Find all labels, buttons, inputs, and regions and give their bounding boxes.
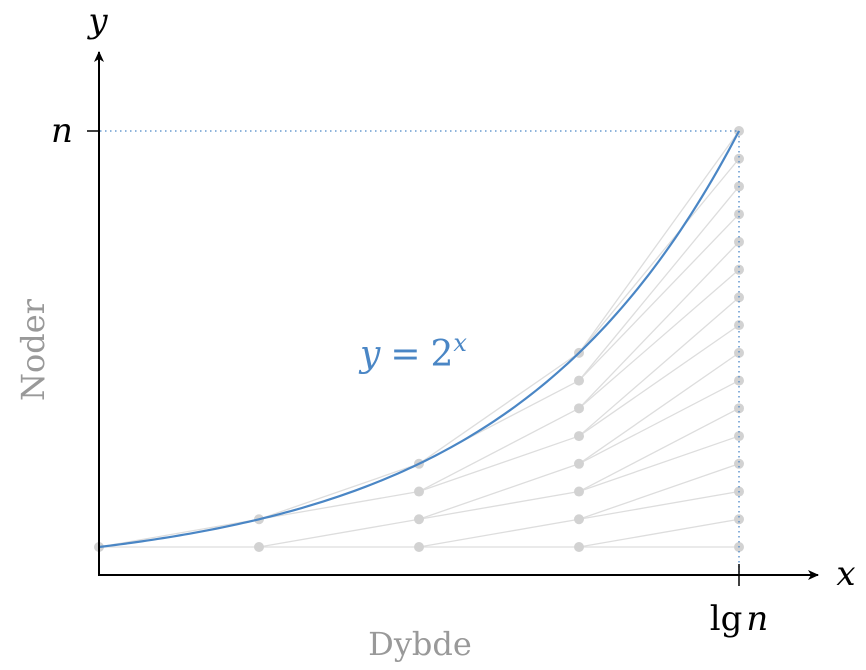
tree-node	[254, 542, 264, 552]
tree-edge	[578, 435, 740, 493]
tree-edge	[578, 324, 740, 437]
tree-node	[574, 486, 584, 497]
tree-node	[414, 486, 424, 497]
tree-edge	[258, 518, 420, 548]
tree-edge	[418, 518, 580, 548]
tree-edge	[418, 352, 580, 465]
tree-edge	[418, 463, 580, 520]
tree-node	[574, 375, 584, 386]
tree-node	[414, 542, 424, 552]
tree-node	[734, 320, 744, 331]
y-axis-label: y	[86, 1, 108, 41]
tree-node	[574, 458, 584, 469]
tree-node	[574, 431, 584, 442]
tree-edges	[98, 130, 740, 548]
tree-node	[574, 403, 584, 414]
x-caption-dybde: Dybde	[368, 625, 472, 663]
exponential-curve	[98, 130, 740, 549]
tree-node	[574, 542, 584, 552]
tree-edge	[578, 352, 740, 465]
curve-label: y=2x	[358, 329, 467, 375]
tree-edge	[578, 380, 740, 465]
tree-edge	[578, 407, 740, 493]
tree-edge	[578, 490, 740, 520]
y-tick-label-n: n	[51, 111, 73, 151]
tree-edge	[578, 213, 740, 382]
tree-edge	[578, 158, 740, 354]
x-axis-label: x	[836, 554, 855, 594]
tree-edge	[578, 463, 740, 520]
tree-edge	[98, 518, 260, 548]
tree-edge	[578, 241, 740, 409]
tree-node	[734, 375, 744, 386]
tree-edge	[418, 407, 580, 493]
tree-node	[414, 514, 424, 525]
tree-node	[734, 209, 744, 220]
tree-edge	[578, 269, 740, 409]
tree-edge	[578, 130, 740, 354]
tree-node	[574, 514, 584, 525]
tree-edge	[258, 463, 420, 520]
tree-edge	[578, 518, 740, 548]
tree-node	[734, 458, 744, 469]
tree-node	[734, 403, 744, 414]
tree-edge	[578, 296, 740, 437]
tree-node	[734, 153, 744, 164]
tree-edge	[578, 186, 740, 382]
tree-edge	[418, 490, 580, 520]
tree-node	[734, 347, 744, 358]
tree-node	[734, 514, 744, 525]
tree-edge	[258, 490, 420, 520]
tree-node	[734, 264, 744, 275]
y-caption-noder: Noder	[14, 298, 52, 401]
tree-edge	[418, 435, 580, 493]
